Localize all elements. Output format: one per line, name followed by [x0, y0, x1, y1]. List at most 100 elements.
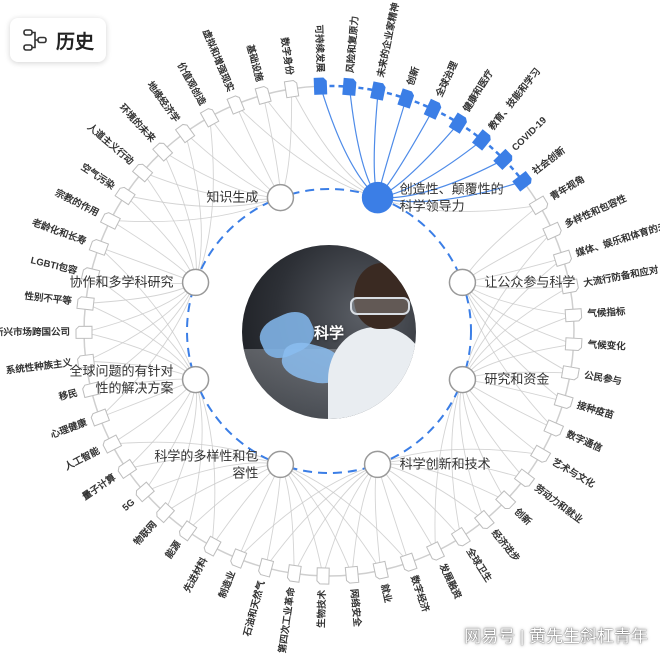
document-icon[interactable] [542, 221, 563, 241]
outer-node[interactable] [316, 567, 330, 585]
outer-node[interactable] [528, 195, 549, 216]
outer-node[interactable] [286, 564, 302, 583]
outer-node[interactable] [543, 419, 565, 437]
document-icon[interactable] [134, 481, 155, 503]
document-icon[interactable] [425, 541, 446, 562]
document-icon[interactable] [114, 186, 136, 206]
outer-node[interactable] [560, 278, 579, 295]
outer-node[interactable] [399, 552, 418, 572]
document-icon[interactable] [258, 557, 275, 578]
document-icon[interactable] [564, 308, 583, 323]
outer-node[interactable] [564, 337, 583, 351]
document-icon[interactable] [117, 458, 138, 480]
outer-node[interactable] [90, 408, 111, 427]
outer-node[interactable] [254, 85, 272, 105]
history-button[interactable]: 历史 [10, 18, 106, 62]
document-icon[interactable] [448, 112, 468, 134]
document-icon[interactable] [423, 98, 442, 120]
outer-node[interactable] [258, 557, 275, 578]
outer-node[interactable] [473, 509, 495, 530]
document-icon[interactable] [155, 501, 176, 524]
document-icon[interactable] [560, 278, 579, 295]
outer-node[interactable] [313, 77, 328, 95]
outer-node[interactable] [471, 129, 492, 151]
outer-node[interactable] [77, 353, 96, 369]
document-icon[interactable] [178, 520, 198, 542]
inner-node-dot[interactable] [266, 450, 295, 479]
document-icon[interactable] [230, 548, 248, 569]
outer-node[interactable] [397, 88, 415, 109]
document-icon[interactable] [313, 77, 328, 95]
inner-node[interactable]: 全球问题的有针对性的解决方案 [70, 364, 210, 396]
document-icon[interactable] [152, 141, 174, 162]
outer-node[interactable] [80, 267, 101, 283]
outer-node[interactable] [513, 468, 536, 488]
inner-node[interactable]: 让公众参与科学 [448, 268, 575, 297]
outer-node[interactable] [174, 123, 196, 144]
document-icon[interactable] [102, 434, 123, 454]
outer-node[interactable] [88, 239, 110, 256]
outer-node[interactable] [199, 107, 220, 128]
outer-node[interactable] [529, 444, 552, 463]
inner-node-dot[interactable] [448, 365, 477, 394]
document-icon[interactable] [342, 77, 357, 96]
outer-node[interactable] [425, 541, 446, 562]
outer-node[interactable] [99, 211, 121, 230]
document-icon[interactable] [473, 509, 495, 530]
outer-node[interactable] [542, 221, 563, 241]
document-icon[interactable] [552, 249, 573, 267]
inner-node-dot[interactable] [266, 183, 295, 212]
document-icon[interactable] [529, 444, 552, 463]
document-icon[interactable] [528, 195, 549, 216]
inner-node-dot[interactable] [181, 365, 210, 394]
outer-node[interactable] [230, 548, 248, 569]
document-icon[interactable] [77, 353, 96, 369]
outer-node[interactable] [560, 365, 580, 381]
document-icon[interactable] [75, 325, 93, 339]
document-icon[interactable] [471, 129, 492, 151]
document-icon[interactable] [397, 88, 415, 109]
document-icon[interactable] [203, 535, 222, 557]
inner-node[interactable]: 知识生成 [206, 183, 295, 212]
document-icon[interactable] [174, 123, 196, 144]
inner-node[interactable]: 协作和多学科研究 [70, 268, 210, 297]
center-topic[interactable]: 科学 [242, 245, 416, 419]
outer-node[interactable] [82, 381, 101, 399]
outer-node[interactable] [117, 458, 138, 480]
outer-node[interactable] [178, 520, 198, 542]
document-icon[interactable] [80, 267, 101, 283]
outer-node[interactable] [155, 501, 176, 524]
outer-node[interactable] [342, 77, 357, 96]
outer-node[interactable] [370, 81, 386, 101]
outer-node[interactable] [131, 162, 154, 183]
document-icon[interactable] [286, 564, 302, 583]
inner-node-dot[interactable] [363, 450, 392, 479]
inner-node[interactable]: 科学创新和技术 [363, 450, 491, 479]
document-icon[interactable] [560, 365, 580, 381]
document-icon[interactable] [543, 419, 565, 437]
document-icon[interactable] [82, 381, 101, 399]
inner-node[interactable]: 研究和资金 [448, 365, 549, 394]
outer-node[interactable] [512, 170, 533, 192]
document-icon[interactable] [450, 526, 471, 548]
outer-node[interactable] [152, 141, 174, 162]
document-icon[interactable] [254, 85, 272, 105]
document-icon[interactable] [283, 79, 300, 99]
document-icon[interactable] [370, 81, 386, 101]
inner-node-dot[interactable] [361, 181, 394, 214]
document-icon[interactable] [564, 337, 583, 351]
outer-node[interactable] [553, 392, 574, 410]
document-icon[interactable] [316, 567, 330, 585]
outer-node[interactable] [423, 98, 442, 120]
document-icon[interactable] [88, 239, 110, 256]
document-icon[interactable] [76, 296, 95, 311]
outer-node[interactable] [493, 148, 514, 171]
outer-node[interactable] [552, 249, 573, 267]
outer-node[interactable] [114, 186, 136, 206]
outer-node[interactable] [283, 79, 300, 99]
outer-node[interactable] [226, 95, 245, 115]
outer-node[interactable] [76, 296, 95, 311]
outer-node[interactable] [203, 535, 222, 557]
document-icon[interactable] [90, 408, 111, 427]
inner-node-dot[interactable] [448, 268, 477, 297]
